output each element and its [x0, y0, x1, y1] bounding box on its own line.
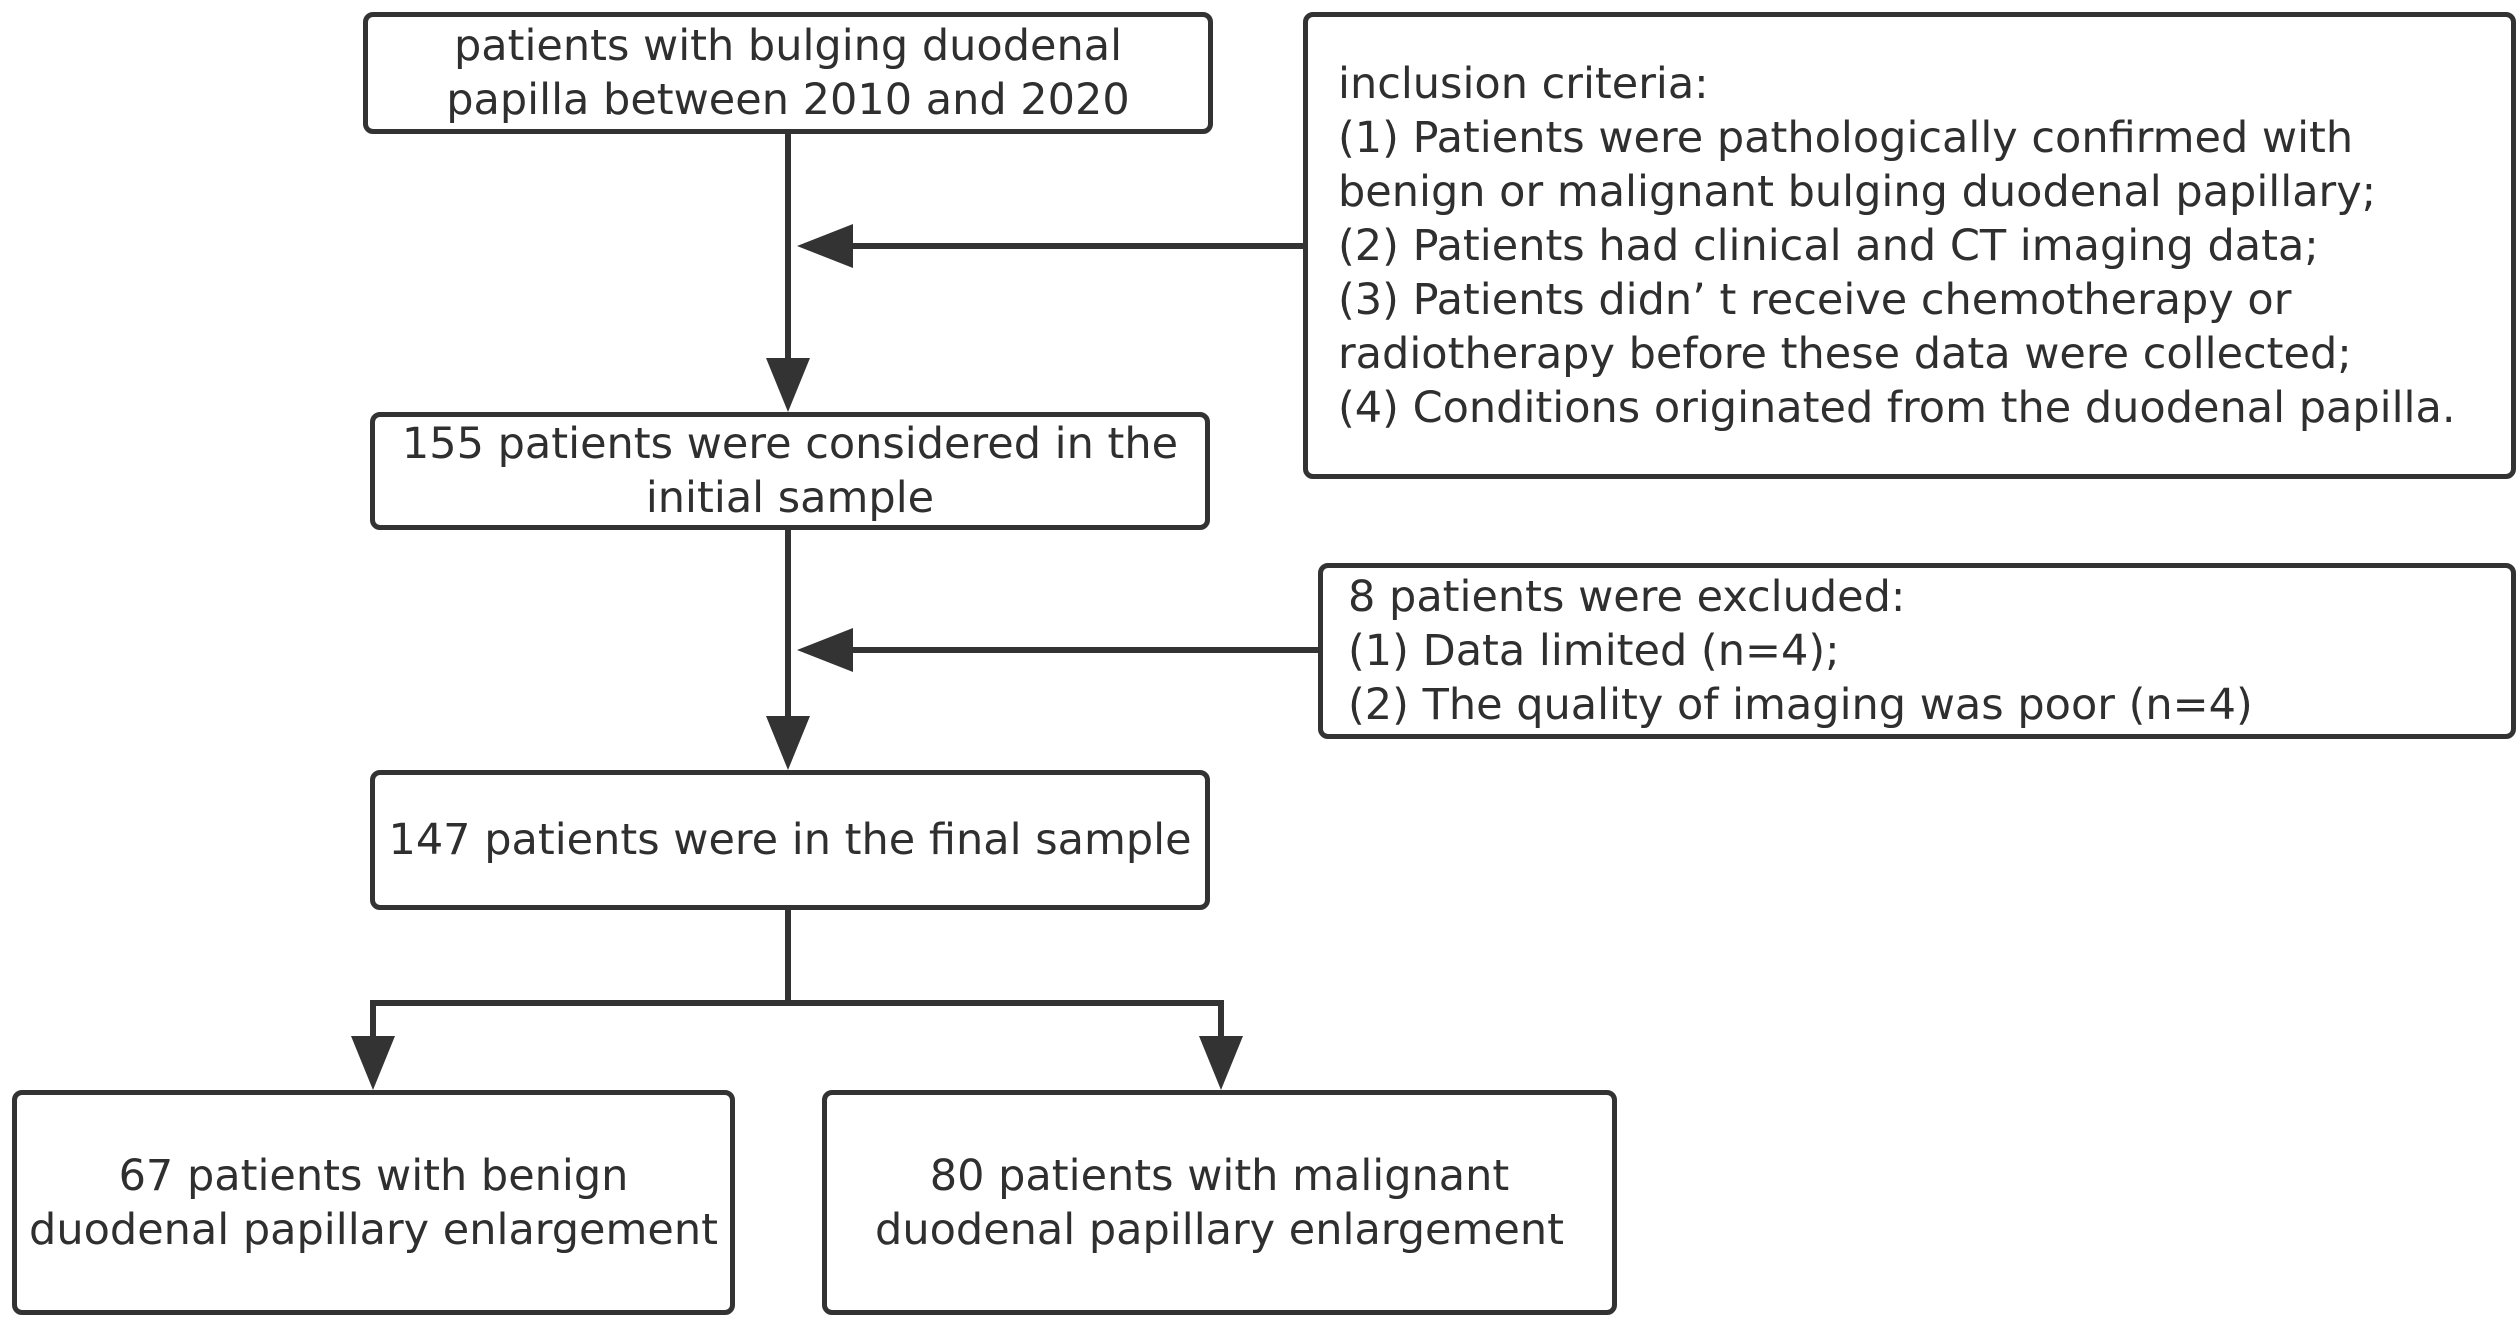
initial-sample-box: 155 patients were considered in the init… [370, 412, 1210, 530]
arrowhead-to-initial [766, 358, 810, 412]
malignant-box: 80 patients with malignant duodenal papi… [822, 1090, 1617, 1315]
arrowhead-inclusion [797, 224, 853, 268]
arrowhead-exclusion [797, 628, 853, 672]
exclusion-reason-line: (2) The quality of imaging was poor (n=4… [1348, 680, 2253, 730]
exclusion-reason-line: (1) Data limited (n=4); [1348, 626, 1840, 676]
inclusion-criteria-box: inclusion criteria: (1) Patients were pa… [1303, 12, 2516, 479]
arrowhead-to-benign [351, 1036, 395, 1090]
inclusion-criterion-line: (3) Patients didn’ t receive chemotherap… [1338, 274, 2292, 325]
benign-line-2: duodenal papillary enlargement [29, 1204, 718, 1255]
inclusion-criterion-line: benign or malignant bulging duodenal pap… [1338, 166, 2377, 217]
benign-line-1: 67 patients with benign [118, 1150, 629, 1201]
inclusion-criterion-line: radiotherapy before these data were coll… [1338, 328, 2352, 379]
start-box-line-1: patients with bulging duodenal [453, 21, 1123, 71]
start-box: patients with bulging duodenal papilla b… [363, 12, 1213, 134]
final-sample-box: 147 patients were in the final sample [370, 770, 1210, 910]
inclusion-criterion-line: (1) Patients were pathologically confirm… [1338, 112, 2354, 163]
inclusion-criterion-line: (4) Conditions originated from the duode… [1338, 382, 2456, 433]
arrowhead-to-final [766, 716, 810, 770]
benign-box: 67 patients with benign duodenal papilla… [12, 1090, 735, 1315]
inclusion-criteria-heading: inclusion criteria: [1338, 58, 1709, 109]
malignant-line-2: duodenal papillary enlargement [875, 1204, 1564, 1255]
initial-sample-line-2: initial sample [645, 473, 935, 523]
exclusion-heading: 8 patients were excluded: [1348, 572, 1906, 622]
arrowhead-to-malignant [1199, 1036, 1243, 1090]
inclusion-criterion-line: (2) Patients had clinical and CT imaging… [1338, 220, 2319, 271]
connector-final-split-right [788, 1000, 1224, 1040]
final-sample-line: 147 patients were in the final sample [388, 815, 1192, 865]
exclusion-box: 8 patients were excluded: (1) Data limit… [1318, 563, 2516, 739]
initial-sample-line-1: 155 patients were considered in the [401, 419, 1179, 469]
connector-final-split [370, 910, 791, 1040]
malignant-line-1: 80 patients with malignant [929, 1150, 1510, 1201]
start-box-line-2: papilla between 2010 and 2020 [446, 75, 1130, 125]
